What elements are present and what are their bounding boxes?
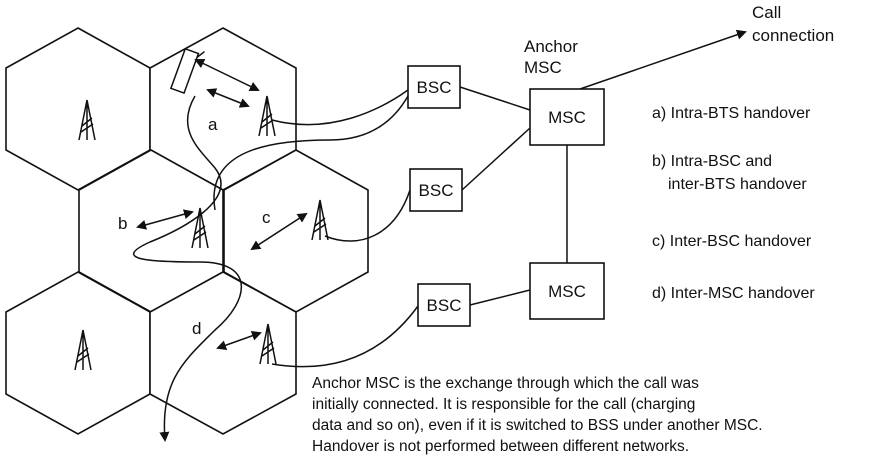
antenna-icon [74,329,92,371]
antenna-icon [258,95,276,137]
core-links [459,86,568,306]
legend-item: c) Inter-BSC handover [652,233,812,250]
note-line: Anchor MSC is the exchange through which… [312,375,699,392]
antenna-icon [259,323,277,365]
note-line: data and so on), even if it is switched … [312,417,763,434]
bsc-label: BSC [417,78,452,97]
cell-d [149,271,297,435]
cell-marker-a: a [208,115,218,134]
call-connection-arrow [579,29,747,90]
mobile-movement-path [133,95,242,442]
bsc-box: BSC [417,283,471,327]
radio-link-arrow [216,330,262,351]
cell-marker-c: c [262,208,271,227]
note-line: initially connected. It is responsible f… [312,396,695,413]
radio-link-arrow [206,88,250,108]
msc-box: MSC [529,262,605,320]
cell-marker-d: d [192,319,201,338]
legend: a) Intra-BTS handover b) Intra-BSC and i… [652,105,815,302]
bsc-box: BSC [407,65,461,109]
msc-box: MSC [529,88,605,146]
radio-link-arrow [250,212,308,251]
anchor-msc-note: Anchor MSC is the exchange through which… [312,375,763,455]
anchor-msc-label: Anchor [524,37,578,56]
antenna-icon [191,207,209,249]
bsc-label: BSC [419,181,454,200]
bsc-label: BSC [427,296,462,315]
bts-bsc-links [213,89,419,368]
mobile-phone-icon [169,47,205,95]
legend-item: d) Inter-MSC handover [652,285,815,302]
bsc-box: BSC [409,168,463,212]
anchor-msc-label: MSC [524,58,562,77]
cell-grid [5,27,369,435]
call-connection-label: connection [752,26,834,45]
legend-item: inter-BTS handover [668,176,807,193]
antenna-icon [78,99,96,141]
legend-item: b) Intra-BSC and [652,153,772,170]
cell-marker-b: b [118,214,127,233]
call-connection-label: Call [752,3,781,22]
radio-link-arrow [136,209,194,230]
antenna-icon [311,199,329,241]
bts-icons [74,95,329,371]
legend-item: a) Intra-BTS handover [652,105,811,122]
msc-label: MSC [548,108,586,127]
handover-arrows [136,58,308,351]
msc-label: MSC [548,282,586,301]
note-line: Handover is not performed between differ… [312,438,689,455]
radio-link-arrow [194,58,260,92]
